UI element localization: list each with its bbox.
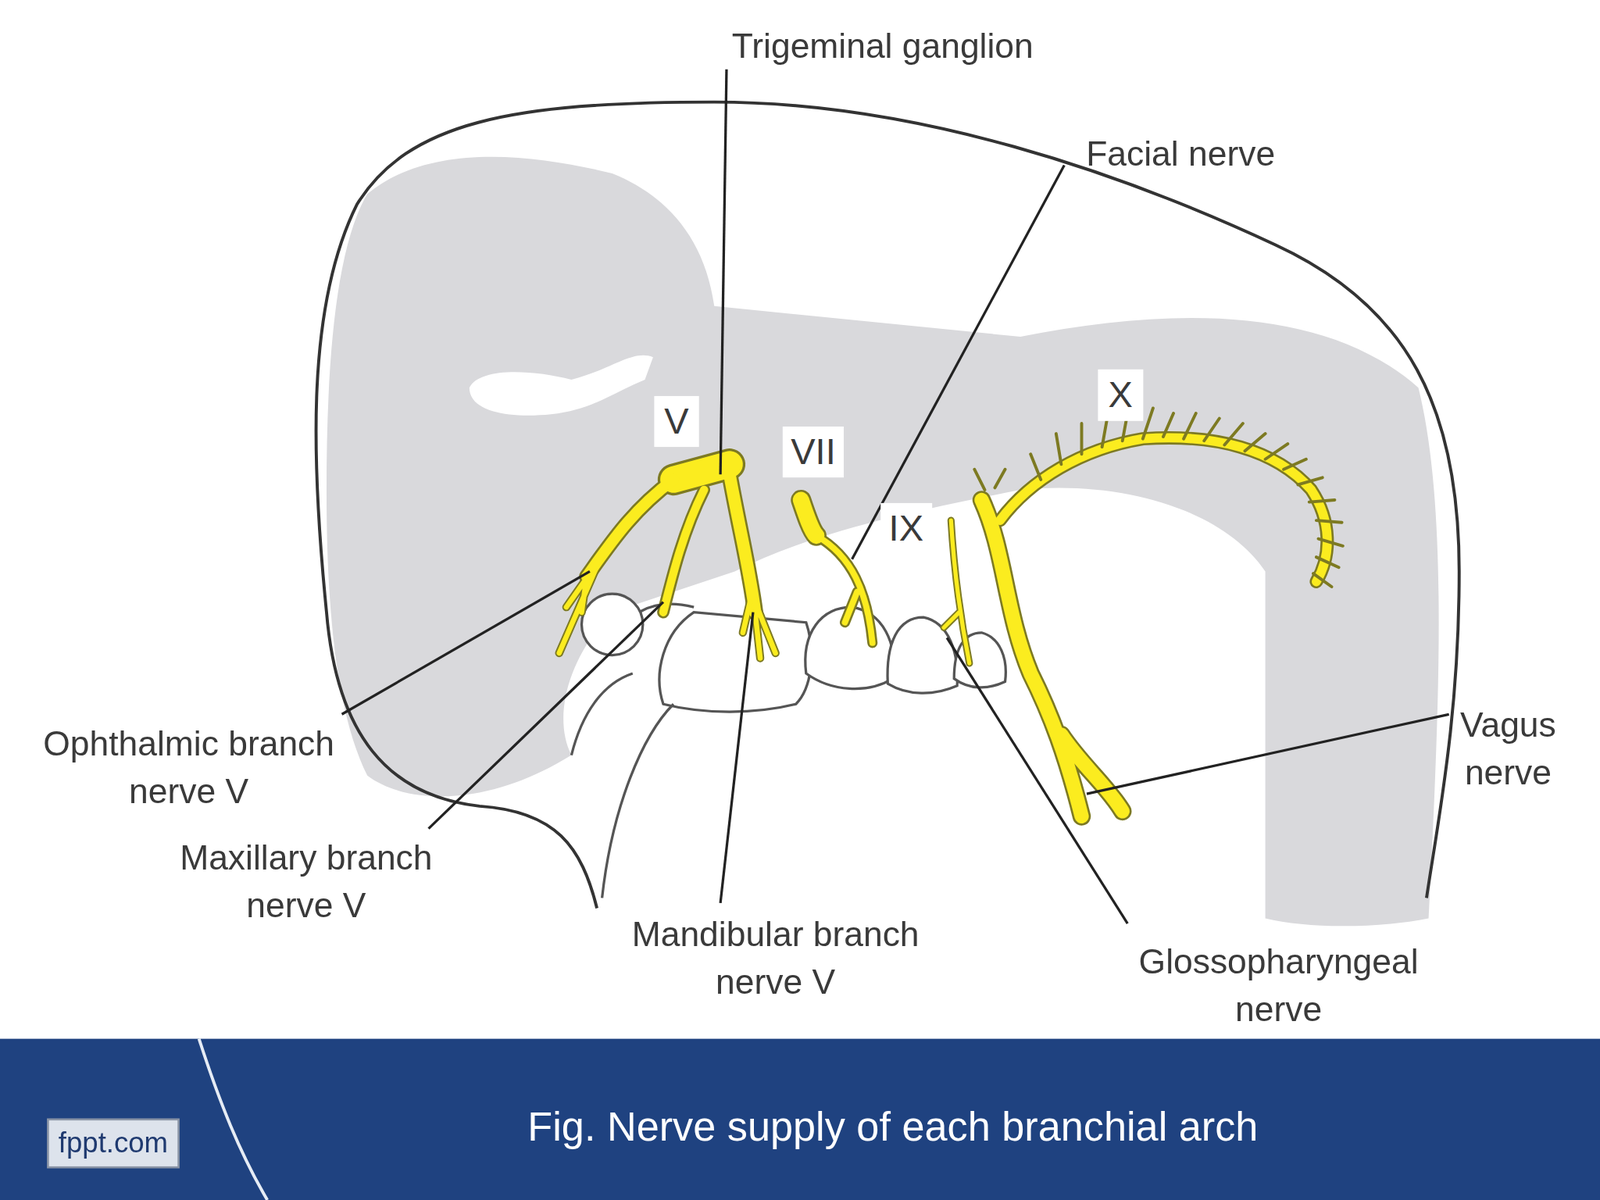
watermark-box bbox=[47, 1119, 179, 1168]
callout-label: Ophthalmic branch nerve V bbox=[12, 719, 365, 816]
nerve-rootlets bbox=[974, 407, 1343, 587]
pharyngeal-arches bbox=[571, 593, 1006, 898]
nerve-numeral: X bbox=[1097, 369, 1143, 421]
callout-label: Facial nerve bbox=[1057, 129, 1303, 178]
neural-region bbox=[326, 157, 1440, 927]
caption-band bbox=[0, 1039, 1600, 1200]
embryo-outline bbox=[315, 102, 1459, 909]
nerve-fill bbox=[559, 437, 1328, 816]
callout-label: Vagus nerve bbox=[1442, 700, 1575, 797]
nerve-outline bbox=[559, 437, 1328, 816]
callout-label: Maxillary branch nerve V bbox=[142, 833, 470, 930]
nerve-numeral: IX bbox=[880, 503, 932, 554]
callout-label: Trigeminal ganglion bbox=[699, 22, 1067, 71]
nerve-numeral: V bbox=[653, 396, 699, 447]
watermark: fppt.com bbox=[50, 1125, 177, 1161]
ventricle-slot bbox=[469, 355, 654, 416]
nerve-numeral: VII bbox=[782, 426, 844, 478]
band-swoosh bbox=[199, 1039, 268, 1200]
callout-label: Glossopharyngeal nerve bbox=[1110, 937, 1447, 1034]
leader-lines bbox=[342, 69, 1450, 924]
callout-label: Mandibular branch nerve V bbox=[599, 910, 952, 1007]
figure-caption: Fig. Nerve supply of each branchial arch bbox=[433, 1102, 1353, 1152]
